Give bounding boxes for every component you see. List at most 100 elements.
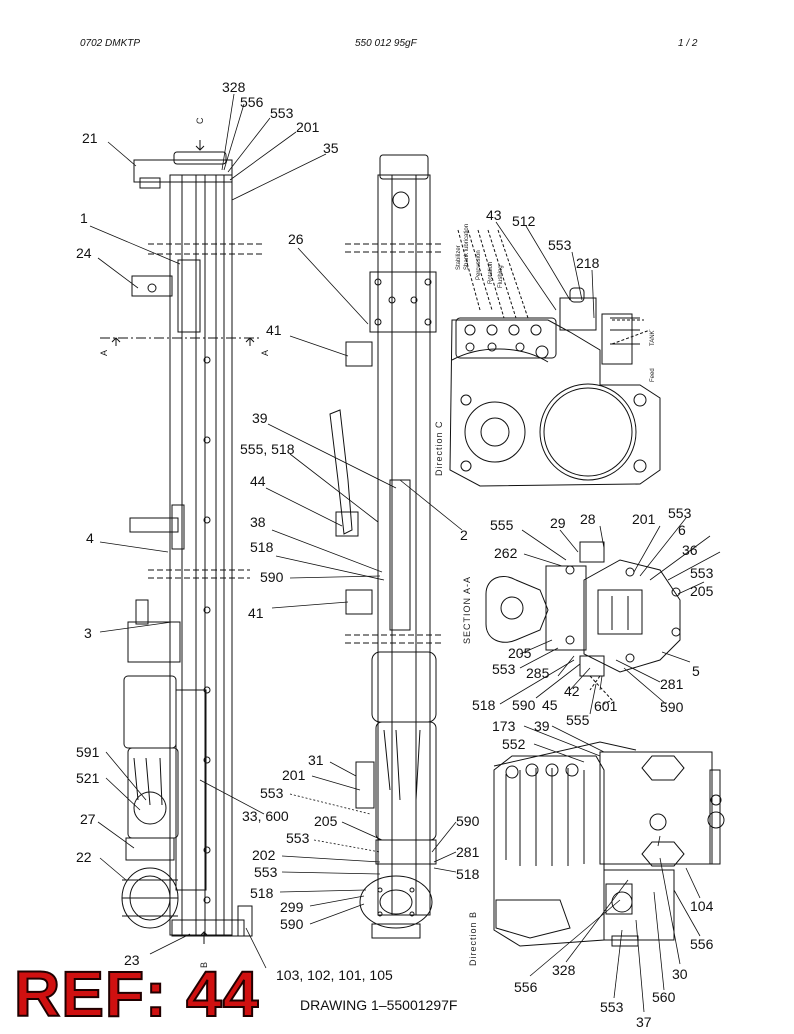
callout-553-aa-right: 553 [690,565,714,581]
view-b-label: B [199,961,209,968]
callout-553-b: 553 [600,999,624,1015]
callout-43: 43 [486,207,502,223]
callout-590: 590 [260,569,284,585]
drawing-number: DRAWING 1–55001297F [300,997,458,1013]
callout-23: 23 [124,952,140,968]
callout-201-mid: 201 [282,767,306,783]
callout-553-c: 553 [548,237,572,253]
callout-601: 601 [594,698,618,714]
callout-285: 285 [526,665,550,681]
callout-281-right: 281 [456,844,480,860]
section-aa-view [485,541,681,707]
callout-518-aa: 518 [472,697,496,713]
callout-218: 218 [576,255,600,271]
callout-45: 45 [542,697,558,713]
callout-39: 39 [252,410,268,426]
callout-590-aa-right: 590 [660,699,684,715]
callout-556: 556 [240,94,264,110]
callout-35: 35 [323,140,339,156]
callout-555-aa-bottom: 555 [566,712,590,728]
view-a-left-label: A [99,349,109,356]
callout-1: 1 [80,210,88,226]
callout-28: 28 [580,511,596,527]
callout-281-aa: 281 [660,676,684,692]
hose-label-shank: Shank lubrication [464,224,470,270]
callout-38: 38 [250,514,266,530]
callout-29: 29 [550,515,566,531]
callout-31: 31 [308,752,324,768]
callout-37: 37 [636,1014,652,1030]
hose-label-tank: TANK [650,330,656,346]
callout-555-aa: 555 [490,517,514,533]
section-arrows [111,140,255,944]
callout-5: 5 [692,663,700,679]
direction-b-view [493,741,725,947]
callout-24: 24 [76,245,92,261]
feed-beam-front-view [329,154,444,939]
callout-3: 3 [84,625,92,641]
callout-556-c: 556 [690,936,714,952]
leader-lines [89,93,721,1013]
callout-590-aa: 590 [512,697,536,713]
callout-590-right: 590 [456,813,480,829]
callout-521: 521 [76,770,100,786]
callout-202: 202 [252,847,276,863]
callout-555-518: 555, 518 [240,441,295,457]
callout-numbers: 328 556 553 201 35 21 1 24 26 41 39 555,… [76,79,714,1030]
callout-512: 512 [512,213,536,229]
direction-c-label: Direction C [434,420,444,476]
callout-201-aa: 201 [632,511,656,527]
callout-553: 553 [270,105,294,121]
callout-41: 41 [266,322,282,338]
callout-4: 4 [86,530,94,546]
callout-2: 2 [460,527,468,543]
callout-553-mid-1: 553 [260,785,284,801]
hose-label-feed: Feed [650,368,656,382]
callout-42: 42 [564,683,580,699]
header-part-number: 550 012 95gF [355,38,417,49]
direction-b-label: Direction B [468,911,478,966]
callout-27: 27 [80,811,96,827]
callout-518-right: 518 [456,866,480,882]
callout-33-600: 33, 600 [242,808,289,824]
hose-label-rotation: Rotation [488,262,494,284]
callout-205-mid: 205 [314,813,338,829]
callout-328: 328 [222,79,246,95]
callout-591: 591 [76,744,100,760]
hose-label-stabilizer: Stabilizer [456,245,462,270]
callout-553-mid-3: 553 [254,864,278,880]
callout-104: 104 [690,898,714,914]
callout-328-b: 328 [552,962,576,978]
callout-553-mid-2: 553 [286,830,310,846]
callout-205-aa-left: 205 [508,645,532,661]
callout-299: 299 [280,899,304,915]
hose-label-percussion: Percussion [476,250,482,280]
hose-label-flushing: Flushing [498,265,504,288]
view-a-right-label: A [260,349,270,356]
callout-518-mid: 518 [250,885,274,901]
callout-590-mid: 590 [280,916,304,932]
callout-30: 30 [672,966,688,982]
ref-number: REF: 44 [13,958,260,1030]
callout-553-aa-left: 553 [492,661,516,677]
callout-552: 552 [502,736,526,752]
direction-c-view [449,229,661,487]
callout-201: 201 [296,119,320,135]
callout-173: 173 [492,718,516,734]
callout-103-102-101-105: 103, 102, 101, 105 [276,967,393,983]
section-aa-label: SECTION A-A [462,576,472,644]
header-page-number: 1 / 2 [678,38,698,49]
callout-262: 262 [494,545,518,561]
callout-518: 518 [250,539,274,555]
callout-26: 26 [288,231,304,247]
view-c-label: C [195,117,205,125]
callout-41-lower: 41 [248,605,264,621]
callout-36: 36 [682,542,698,558]
callout-39-b: 39 [534,718,550,734]
header-doc-code: 0702 DMKTP [80,38,141,49]
callout-556-b: 556 [514,979,538,995]
callout-44: 44 [250,473,266,489]
hose-labels: Stabilizer Shank lubrication Percussion … [456,224,656,382]
callout-553-aa-top: 553 [668,505,692,521]
